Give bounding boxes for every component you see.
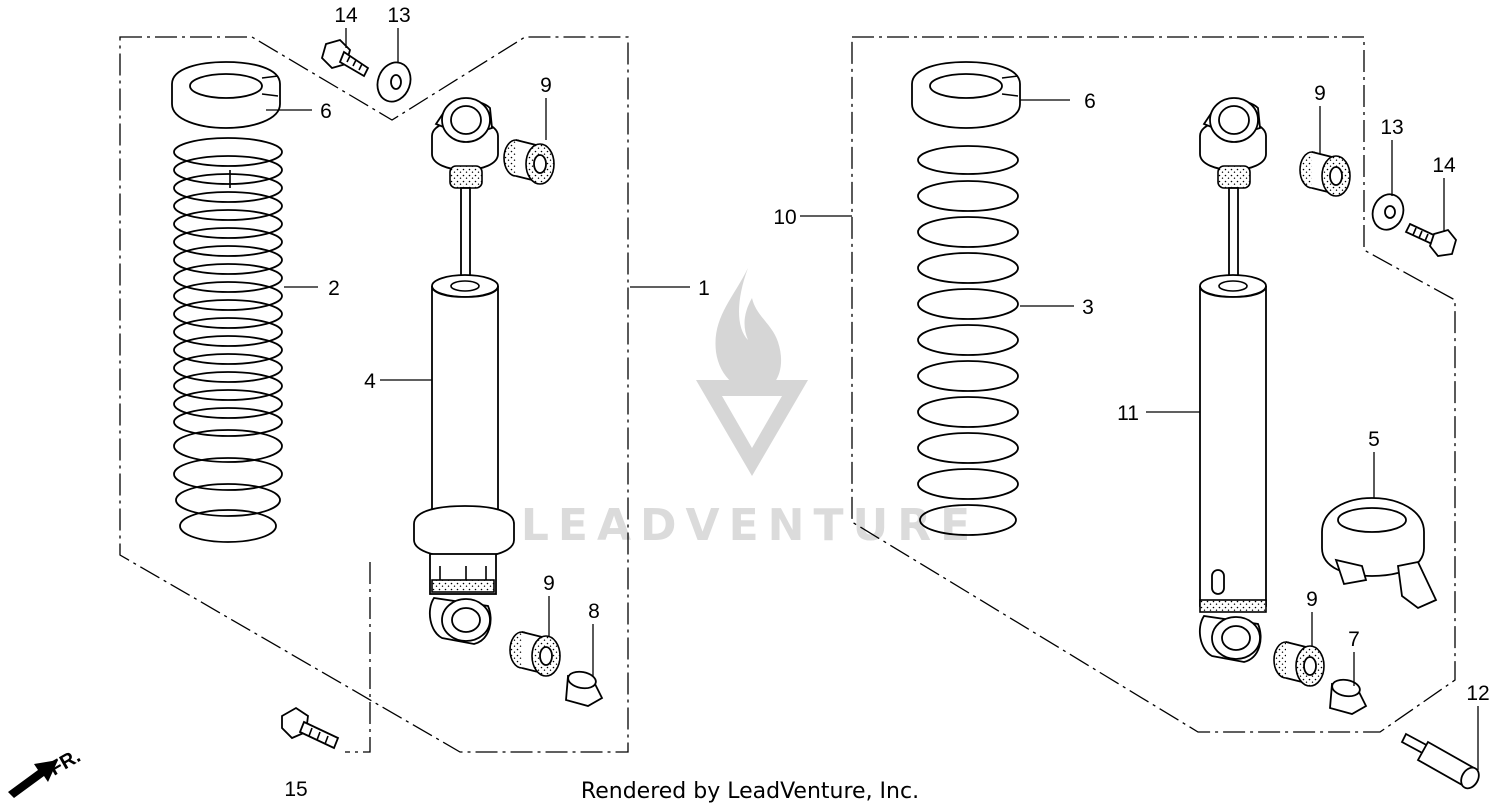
callout-14-right: 14 bbox=[1432, 154, 1456, 177]
leadventure-watermark: LEADVENTURE bbox=[521, 268, 979, 551]
callout-9-right-top: 9 bbox=[1314, 82, 1326, 105]
spring-adjuster bbox=[1321, 497, 1438, 610]
shock-absorber-right bbox=[1198, 97, 1267, 663]
spring-seat-right bbox=[911, 61, 1021, 129]
callout-11: 11 bbox=[1117, 402, 1139, 425]
collar-left bbox=[565, 670, 604, 707]
callout-6-left: 6 bbox=[320, 100, 332, 123]
callout-2: 2 bbox=[328, 277, 340, 300]
callout-10: 10 bbox=[773, 206, 796, 229]
coil-spring-right bbox=[917, 145, 1019, 536]
callout-7: 7 bbox=[1348, 628, 1360, 651]
callout-4: 4 bbox=[364, 370, 376, 393]
leader-lines bbox=[266, 28, 1479, 770]
washer-right bbox=[1371, 193, 1405, 231]
flange-bolt-left bbox=[320, 38, 370, 78]
rubber-bushing-left-bottom bbox=[509, 631, 561, 677]
front-direction-arrow: FR. bbox=[8, 745, 84, 798]
callout-9-left-bottom: 9 bbox=[543, 572, 555, 595]
callout-8: 8 bbox=[588, 600, 600, 623]
callout-15: 15 bbox=[284, 778, 307, 801]
washer-left bbox=[376, 61, 412, 103]
callout-6-right: 6 bbox=[1084, 90, 1096, 113]
callout-9-left-top: 9 bbox=[540, 74, 552, 97]
callout-5: 5 bbox=[1368, 428, 1380, 451]
rubber-bushing-left-top bbox=[503, 139, 555, 185]
flange-bolt-right bbox=[1404, 222, 1457, 257]
footer-credit: Rendered by LeadVenture, Inc. bbox=[581, 779, 919, 804]
direction-label: FR. bbox=[46, 745, 85, 780]
callout-14-left: 14 bbox=[334, 4, 358, 27]
rubber-bushing-right-top bbox=[1299, 151, 1351, 197]
callout-13-left: 13 bbox=[387, 4, 410, 27]
collar-right bbox=[1329, 678, 1368, 715]
flange-bolt-bottom bbox=[281, 706, 340, 750]
callout-9-right-bottom: 9 bbox=[1306, 588, 1318, 611]
callout-13-right: 13 bbox=[1380, 116, 1403, 139]
watermark-text: LEADVENTURE bbox=[521, 500, 979, 551]
left-shock-assembly: FR. bbox=[8, 36, 629, 798]
callout-1: 1 bbox=[698, 277, 710, 300]
coil-spring-left bbox=[173, 137, 283, 543]
rubber-bushing-right-bottom bbox=[1273, 641, 1325, 687]
right-shock-assembly bbox=[851, 36, 1480, 790]
callout-3: 3 bbox=[1082, 296, 1094, 319]
callout-12: 12 bbox=[1466, 682, 1489, 705]
shock-absorber-left bbox=[413, 97, 515, 645]
pin-bolt bbox=[1400, 732, 1480, 790]
spring-seat-left bbox=[171, 61, 281, 129]
callout-numbers: 14 13 6 9 2 4 1 9 8 15 6 10 9 13 14 3 11… bbox=[284, 4, 1489, 801]
